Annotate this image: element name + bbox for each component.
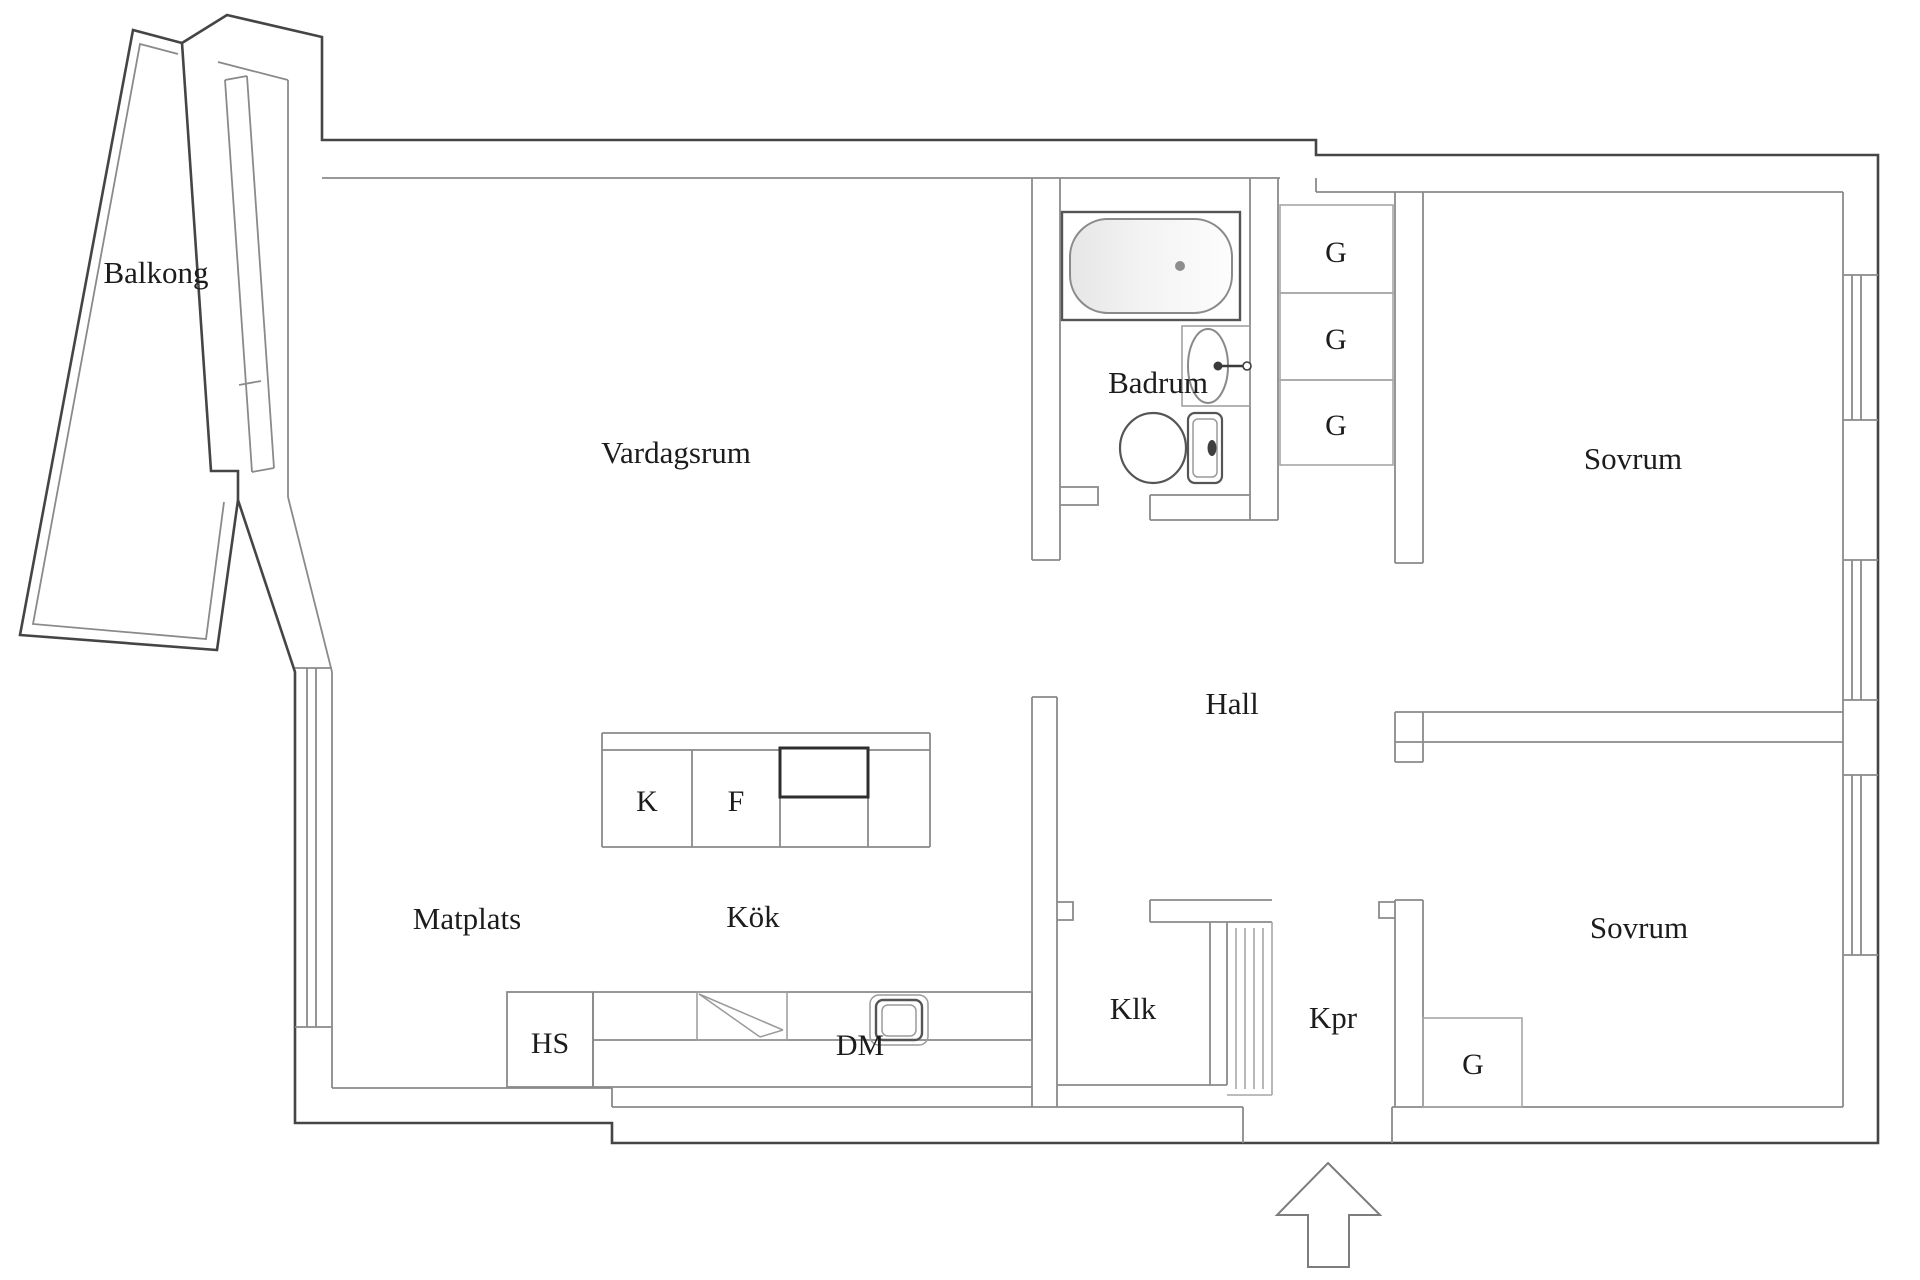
room-label-sovrum-top: Sovrum [1584,441,1682,476]
appliance-label-dm: DM [836,1029,884,1062]
appliance-label-f: F [728,785,745,818]
wall-bedroom2-left [1378,899,1424,1107]
wall-livingroom-bathroom [1031,178,1099,561]
entrance-arrow-icon [1274,1161,1383,1268]
appliance-label-k: K [636,785,658,818]
closet-label-g1: G [1325,236,1347,269]
wall-bathroom-bottom [1149,494,1250,521]
room-label-balkong: Balkong [103,255,208,290]
room-label-klk: Klk [1110,991,1157,1026]
exterior-wall-inner-faces [217,61,1844,1143]
wall-closet-right [1057,922,1228,1086]
closet-label-g2: G [1325,323,1347,356]
kitchen-sink-icon [869,994,929,1046]
bathtub-icon [1060,210,1242,322]
closet-label-g3: G [1325,409,1347,442]
exterior-wall-outline [180,13,1880,1145]
room-label-matplats: Matplats [413,901,522,936]
toilet-icon [1118,411,1224,485]
appliance-label-hs: HS [531,1027,569,1060]
wardrobe-box-icon [1279,204,1523,1108]
balcony-window-icon [224,75,275,473]
room-label-kok: Kök [726,899,780,934]
tall-cabinet-hs [506,991,594,1088]
kitchen-island [601,732,931,848]
wall-bathroom-right [1249,178,1279,521]
window-icon [295,667,332,1028]
wall-kitchen-hall [1031,696,1058,1107]
room-label-kpr: Kpr [1309,1000,1358,1035]
kitchen-counter [506,991,1033,1088]
room-label-vardagsrum: Vardagsrum [601,435,751,470]
closet-label-g4: G [1462,1048,1484,1081]
wall-bedroom1-left [1394,192,1424,564]
room-label-badrum: Badrum [1108,365,1208,400]
wall-closet-top [1057,899,1272,923]
sliding-door-icon [1227,922,1273,1096]
room-label-sovrum-bottom: Sovrum [1590,910,1688,945]
hob-icon [778,746,870,799]
window-icon [1843,274,1878,956]
stove-icon [696,991,788,1041]
room-label-hall: Hall [1205,686,1258,721]
bathroom-sink-icon [1181,325,1252,407]
balcony [18,28,275,652]
wall-between-bedrooms [1394,711,1843,763]
